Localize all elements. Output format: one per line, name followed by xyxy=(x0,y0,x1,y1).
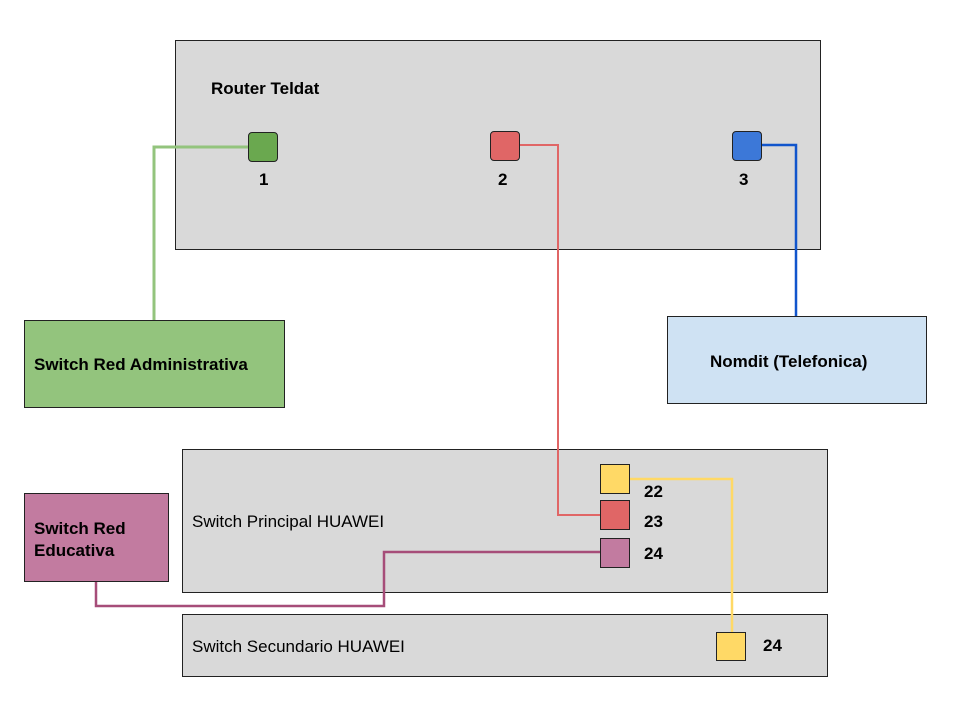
wire-principal24-educativa xyxy=(94,550,600,608)
switch-admin-label: Switch Red Administrativa xyxy=(34,355,248,374)
principal-port-24 xyxy=(600,538,630,568)
switch-admin xyxy=(24,320,285,408)
router-port-2-label: 2 xyxy=(498,170,508,189)
principal-port-22-label: 22 xyxy=(644,482,663,501)
secundario-port-24-label: 24 xyxy=(763,636,782,655)
switch-educativa-label: Switch Red Educativa xyxy=(34,519,126,560)
router-port-1-label: 1 xyxy=(259,170,269,189)
secundario-port-24 xyxy=(716,632,746,661)
switch-secundario-label: Switch Secundario HUAWEI xyxy=(192,637,405,656)
switch-principal-label: Switch Principal HUAWEI xyxy=(192,512,385,531)
principal-port-23 xyxy=(600,500,630,530)
wire-principal22-secundario24 xyxy=(630,477,734,632)
router-port-2 xyxy=(490,131,520,161)
nomdit-telefonica xyxy=(667,316,927,404)
switch-educativa xyxy=(24,493,169,582)
principal-port-22 xyxy=(600,464,630,494)
principal-port-24-label: 24 xyxy=(644,544,663,563)
router-port-3 xyxy=(732,131,762,161)
router-port-1 xyxy=(248,132,278,162)
router-title: Router Teldat xyxy=(211,79,320,98)
wire-router-port2-principal23 xyxy=(520,144,600,516)
principal-port-23-label: 23 xyxy=(644,512,663,531)
nomdit-label: Nomdit (Telefonica) xyxy=(710,352,868,371)
wire-router-port1-admin xyxy=(152,145,248,320)
switch-principal xyxy=(182,449,828,593)
wire-router-port3-nomdit xyxy=(761,143,798,316)
router-port-3-label: 3 xyxy=(739,170,749,189)
